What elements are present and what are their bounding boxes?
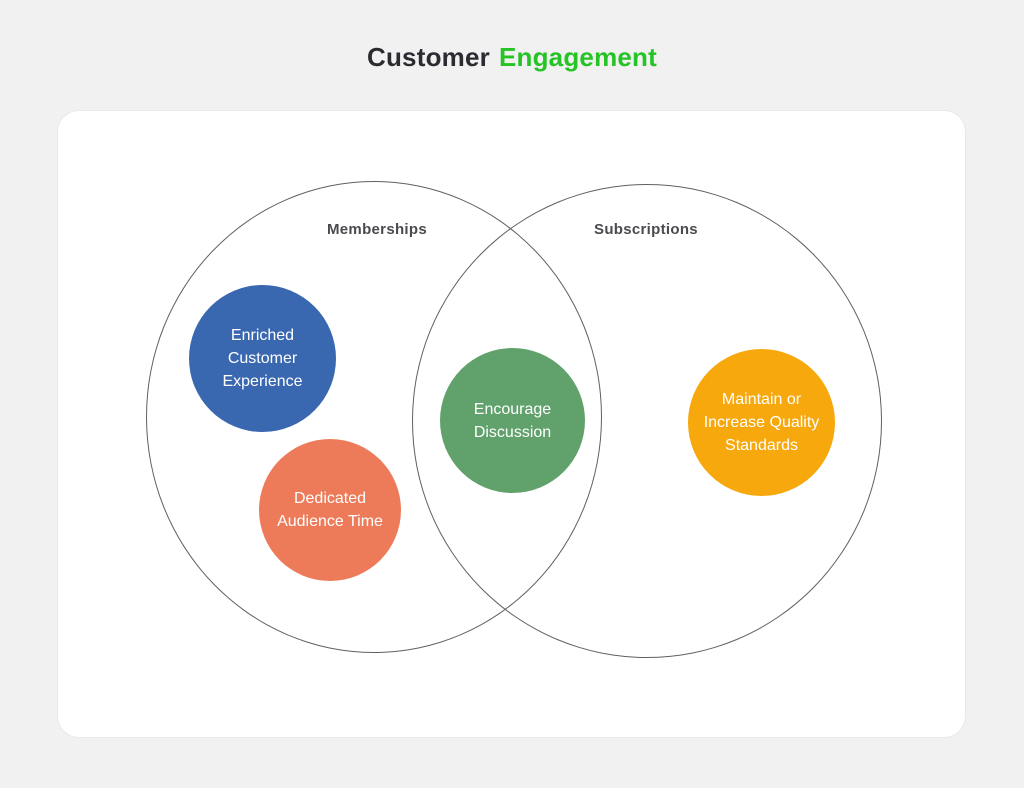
set-label-memberships: Memberships xyxy=(327,221,427,238)
page-title-highlight: Engagement xyxy=(498,42,657,72)
page-title-prefix: Customer xyxy=(367,42,490,72)
set-label-subscriptions: Subscriptions xyxy=(594,221,698,238)
node-encourage-discussion: Encourage Discussion xyxy=(440,348,585,493)
page-title: Customer Engagement xyxy=(0,42,1024,73)
node-maintain-or-increase-quality-standards: Maintain or Increase Quality Standards xyxy=(688,349,835,496)
venn-circle-subscriptions xyxy=(412,184,882,658)
node-enriched-customer-experience: Enriched Customer Experience xyxy=(189,285,336,432)
node-dedicated-audience-time: Dedicated Audience Time xyxy=(259,439,401,581)
